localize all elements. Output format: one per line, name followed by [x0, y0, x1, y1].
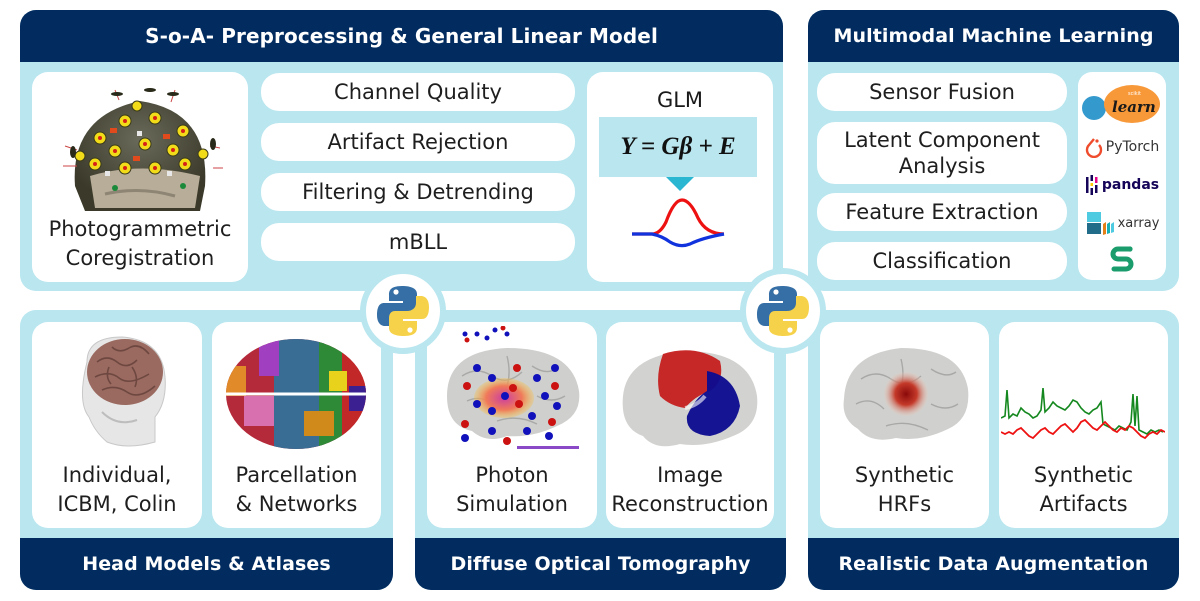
dot-title: Diffuse Optical Tomography — [415, 538, 786, 590]
photon-simulation-brain-icon — [447, 326, 580, 449]
pytorch-logo: PyTorch — [1078, 133, 1166, 161]
xarray-label: xarray — [1117, 215, 1160, 231]
caption-line: Simulation — [456, 492, 568, 516]
caption-line: Synthetic — [854, 463, 955, 487]
synthetic-hrfs-caption: Synthetic HRFs — [820, 461, 989, 519]
coregistration-card: Photogrammetric Coregistration — [32, 72, 248, 282]
caption-line: Reconstruction — [611, 492, 769, 516]
caption-line: Image — [657, 463, 723, 487]
library-logos-card: scikit learn PyTorch pandas — [1078, 72, 1166, 280]
caption-line: Parcellation — [235, 463, 358, 487]
preprocessing-panel: S-o-A- Preprocessing & General Linear Mo… — [20, 10, 783, 291]
augmentation-title: Realistic Data Augmentation — [808, 538, 1179, 590]
caption-line: Photogrammetric — [48, 217, 232, 241]
machine-learning-title: Multimodal Machine Learning — [808, 10, 1179, 62]
caption-line: Photon — [475, 463, 549, 487]
hrf-curve-icon — [632, 198, 725, 248]
step-artifact-rejection: Artifact Rejection — [261, 123, 575, 161]
head-models-title: Head Models & Atlases — [20, 538, 393, 590]
glm-label: GLM — [656, 88, 704, 112]
pytorch-flame-icon — [1085, 138, 1102, 158]
caption-line: HRFs — [877, 492, 932, 516]
glm-card: GLM Y = Gβ + E — [587, 72, 773, 282]
dot-panel: Photon Simulation Image Reconstruction D… — [415, 310, 786, 590]
step-sensor-fusion: Sensor Fusion — [817, 73, 1067, 111]
pandas-icon — [1085, 175, 1098, 195]
glm-equation-box: Y = Gβ + E — [599, 117, 757, 177]
python-connector-right — [740, 268, 826, 354]
python-logo-icon — [377, 286, 429, 336]
reconstruction-brain-icon — [622, 350, 758, 447]
glm-equation: Y = Gβ + E — [620, 133, 736, 160]
synthetic-artifact-signal-icon — [1001, 388, 1165, 440]
image-reconstruction-caption: Image Reconstruction — [606, 461, 774, 519]
scikit-small-text: scikit — [1128, 91, 1141, 97]
image-reconstruction-card: Image Reconstruction — [606, 322, 774, 528]
synthetic-artifacts-caption: Synthetic Artifacts — [999, 461, 1168, 519]
parcellation-caption: Parcellation & Networks — [212, 461, 381, 519]
step-channel-quality: Channel Quality — [261, 73, 575, 111]
python-connector-left — [360, 268, 446, 354]
synthetic-artifacts-card: Synthetic Artifacts — [999, 322, 1168, 528]
caption-line: Artifacts — [1039, 492, 1128, 516]
step-latent-component-analysis: Latent Component Analysis — [817, 122, 1067, 184]
augmentation-panel: Synthetic HRFs Synthetic Artifacts Reali… — [808, 310, 1179, 590]
glm-arrow-icon — [666, 177, 694, 191]
step-feature-extraction: Feature Extraction — [817, 193, 1067, 231]
photon-simulation-caption: Photon Simulation — [427, 461, 597, 519]
pandas-label: pandas — [1101, 177, 1160, 193]
xarray-logo: xarray — [1078, 208, 1166, 238]
step-classification: Classification — [817, 242, 1067, 280]
step-mbll: mBLL — [261, 223, 575, 261]
caption-line: Synthetic — [1033, 463, 1134, 487]
parcellation-card: Parcellation & Networks — [212, 322, 381, 528]
head-brain-model-icon — [82, 336, 166, 447]
synthetic-hrfs-card: Synthetic HRFs — [820, 322, 989, 528]
learn-text: learn — [1112, 98, 1156, 116]
snakemake-logo — [1078, 244, 1166, 274]
photon-simulation-card: Photon Simulation — [427, 322, 597, 528]
xarray-icon — [1086, 212, 1114, 235]
scikit-learn-logo: scikit learn — [1078, 84, 1166, 124]
caption-line: Coregistration — [65, 246, 215, 270]
pytorch-label: PyTorch — [1105, 139, 1160, 155]
step-filtering-detrending: Filtering & Detrending — [261, 173, 575, 211]
python-logo-icon — [757, 286, 809, 336]
preprocessing-title: S-o-A- Preprocessing & General Linear Mo… — [20, 10, 783, 62]
caption-line: & Networks — [235, 492, 358, 516]
individual-head-model-card: Individual, ICBM, Colin — [32, 322, 202, 528]
coregistration-caption: Photogrammetric Coregistration — [32, 215, 248, 273]
parcellated-brain-icon — [226, 339, 366, 449]
head-models-panel: Individual, ICBM, Colin Parcellation — [20, 310, 393, 590]
pandas-logo: pandas — [1078, 172, 1166, 198]
machine-learning-panel: Multimodal Machine Learning Sensor Fusio… — [808, 10, 1179, 291]
caption-line: ICBM, Colin — [57, 492, 177, 516]
caption-line: Individual, — [62, 463, 172, 487]
photogrammetry-head-icon — [63, 88, 223, 211]
individual-caption: Individual, ICBM, Colin — [32, 461, 202, 519]
snakemake-icon — [1110, 246, 1134, 272]
scikit-learn-icon: scikit learn — [1082, 85, 1160, 123]
hrf-brain-icon — [843, 348, 969, 440]
